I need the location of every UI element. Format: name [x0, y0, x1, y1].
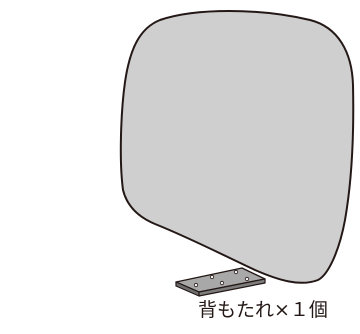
bracket-side-edge [198, 278, 266, 297]
backrest-cushion [119, 10, 355, 284]
bracket-hole [219, 280, 225, 286]
bracket-hole [209, 274, 215, 280]
bracket-hole [233, 269, 239, 275]
bracket-hole [193, 282, 199, 288]
bracket-hole [244, 276, 250, 282]
part-caption: 背もたれ×１個 [198, 299, 328, 321]
mounting-bracket [175, 267, 266, 297]
